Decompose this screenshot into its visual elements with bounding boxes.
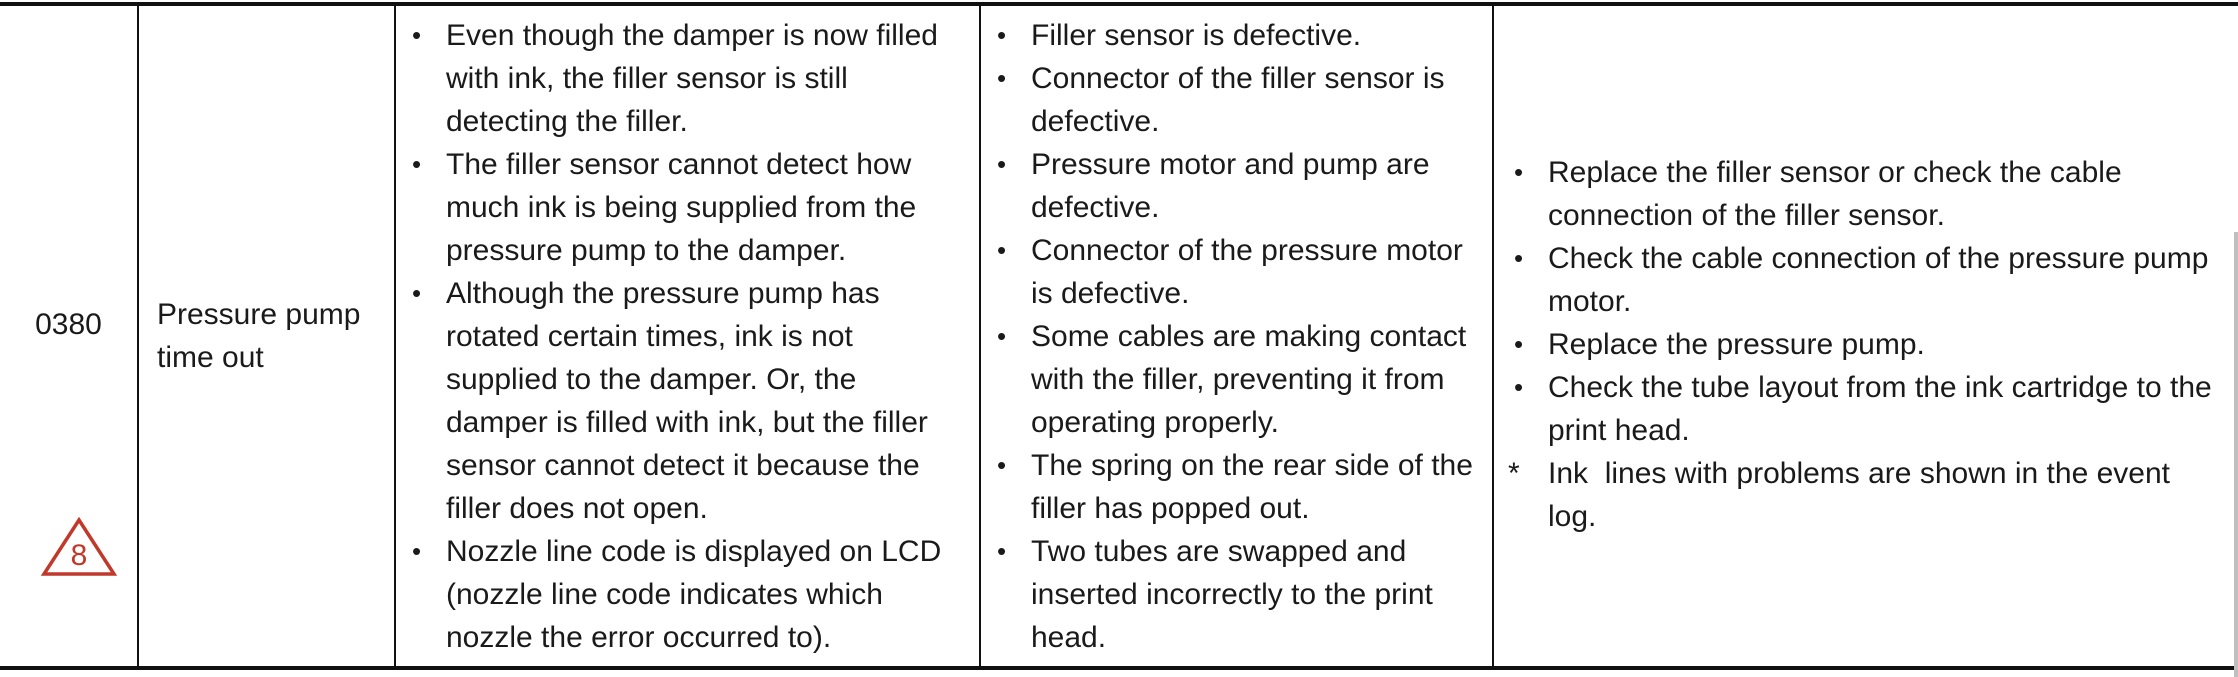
- list-item: •Filler sensor is defective.: [997, 18, 1362, 52]
- list-item: •Replace the filler sensor or check the …: [1514, 156, 2122, 232]
- list-item: •Check the cable connection of the press…: [1514, 242, 2209, 318]
- list-item: •Two tubes are swapped and inserted inco…: [997, 534, 1433, 654]
- action-cell: •Replace the filler sensor or check the …: [1492, 2, 2238, 670]
- note-marker: *: [1508, 457, 1520, 490]
- list-item: •Nozzle line code is displayed on LCD (n…: [412, 534, 942, 654]
- warning-triangle-icon: 8: [40, 516, 118, 578]
- error-name-line-2: time out: [157, 341, 264, 374]
- description-cell: •Even though the damper is now filled wi…: [394, 2, 981, 670]
- list-item: •The spring on the rear side of the fill…: [997, 448, 1473, 525]
- error-name-line-1: Pressure pump: [157, 298, 361, 331]
- action-list: •Replace the filler sensor or check the …: [1514, 151, 2218, 452]
- list-item: •Some cables are making contact with the…: [997, 319, 1467, 439]
- svg-text:8: 8: [71, 539, 88, 572]
- error-code: 0380: [35, 308, 102, 341]
- cause-cell: •Filler sensor is defective. •Connector …: [979, 2, 1494, 670]
- list-item: •Connector of the filler sensor is defec…: [997, 61, 1445, 138]
- note: * Ink lines with problems are shown in t…: [1508, 452, 2218, 538]
- list-item: •Pressure motor and pump are defective.: [997, 147, 1430, 224]
- list-item: •Even though the damper is now filled wi…: [412, 18, 938, 138]
- list-item: •Replace the pressure pump.: [1514, 328, 1925, 361]
- scrollbar[interactable]: [2234, 232, 2238, 677]
- note-text: Ink lines with problems are shown in the…: [1548, 457, 2179, 533]
- action-content: •Replace the filler sensor or check the …: [1508, 6, 2218, 538]
- description-list: •Even though the damper is now filled wi…: [412, 14, 965, 659]
- error-name-cell: Pressure pump time out: [137, 2, 396, 670]
- cause-list: •Filler sensor is defective. •Connector …: [997, 14, 1482, 659]
- list-item: •Connector of the pressure motor is defe…: [997, 233, 1463, 310]
- error-code-cell: 0380 8: [0, 2, 139, 670]
- list-item: •The filler sensor cannot detect how muc…: [412, 147, 917, 267]
- list-item: •Check the tube layout from the ink cart…: [1514, 371, 2212, 447]
- list-item: •Although the pressure pump has rotated …: [412, 276, 928, 525]
